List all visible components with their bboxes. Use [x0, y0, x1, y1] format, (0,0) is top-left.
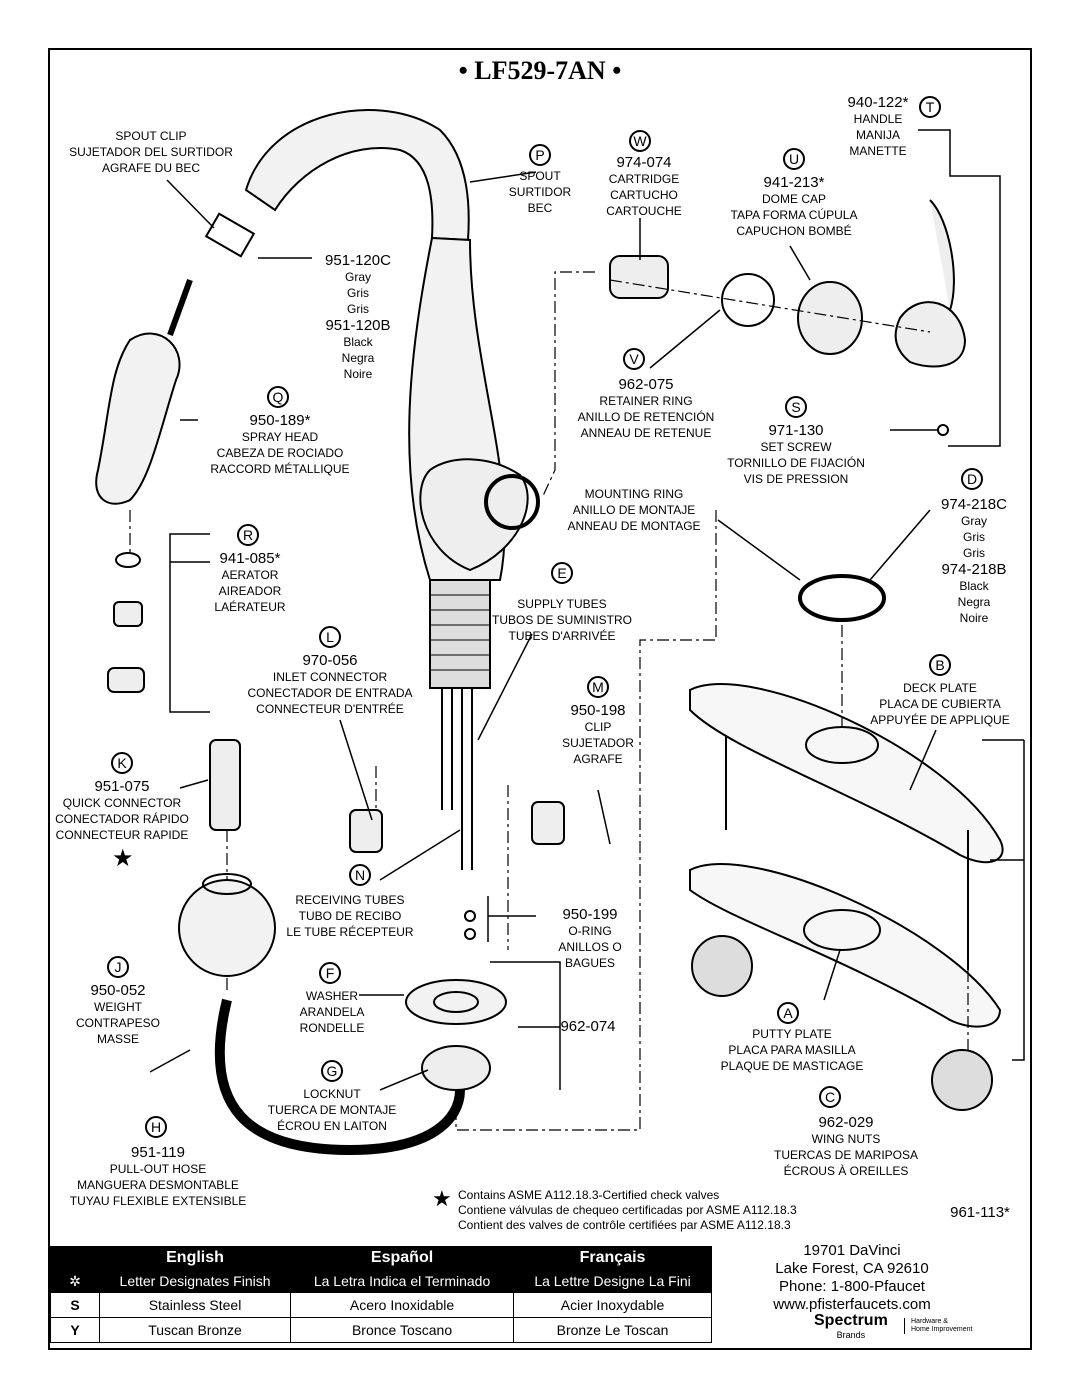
- mounting-opening: [484, 474, 540, 530]
- legend-header-spanish: Español: [290, 1246, 515, 1270]
- dome-cap-shape: [797, 281, 863, 355]
- legend-gear-icon: ✲: [50, 1269, 100, 1293]
- letter-d: D: [961, 468, 983, 490]
- locknut-shape: [421, 1045, 491, 1091]
- letter-l: L: [319, 626, 341, 648]
- letter-a: A: [777, 1002, 799, 1024]
- legend-row: Y Tuscan Bronze Bronce Toscano Bronze Le…: [50, 1317, 712, 1343]
- model-title: • LF529-7AN •: [458, 56, 622, 85]
- letter-w: W: [629, 130, 651, 152]
- parts-diagram-sheet: • LF529-7AN •: [48, 48, 1032, 1350]
- brand-logo: Spectrum Brands: [814, 1312, 888, 1340]
- hose-shape: [214, 998, 465, 1156]
- letter-s: S: [785, 396, 807, 418]
- quick-connector-shape: [209, 739, 241, 831]
- washer-shape: [405, 979, 507, 1025]
- finish-legend-table: English Español Français ✲ Letter Design…: [50, 1246, 712, 1343]
- spray-head-shape: [95, 332, 181, 505]
- handle-shape: [894, 199, 967, 368]
- brand-tagline: Hardware &Home Improvement: [904, 1318, 972, 1334]
- letter-h: H: [145, 1116, 167, 1138]
- letter-m: M: [587, 676, 609, 698]
- wing-nut-right: [931, 1049, 993, 1111]
- letter-f: F: [319, 962, 341, 984]
- letter-g: G: [321, 1060, 343, 1082]
- letter-k: K: [111, 752, 133, 774]
- star-icon: ★: [432, 1186, 452, 1211]
- putty-plate-shape: [689, 863, 1002, 1028]
- letter-c: C: [819, 1086, 841, 1108]
- legend-sub-english: Letter Designates Finish: [98, 1269, 292, 1293]
- label-assembly: 961-113*: [950, 1204, 1010, 1221]
- spout-clip-shape: [204, 212, 256, 258]
- letter-v: V: [623, 348, 645, 370]
- check-valve-star-icon: ★: [112, 845, 134, 872]
- check-valve-note: Contains ASME A112.18.3-Certified check …: [458, 1188, 797, 1232]
- letter-r: R: [237, 524, 259, 546]
- mounting-ring-shape: [798, 574, 886, 622]
- legend-header-french: Français: [513, 1246, 712, 1270]
- cartridge-shape: [609, 255, 669, 299]
- legend-sub-french: La Lettre Designe La Fini: [513, 1269, 712, 1293]
- legend-sub-spanish: La Letra Indica el Terminado: [290, 1269, 515, 1293]
- exploded-view-drawing: [95, 109, 1025, 1156]
- legend-header-english: English: [98, 1246, 292, 1270]
- letter-t: T: [919, 96, 941, 118]
- letter-b: B: [929, 654, 951, 676]
- legend-corner: [50, 1246, 100, 1270]
- wing-nut-left: [691, 935, 753, 997]
- retainer-ring-shape: [721, 273, 775, 327]
- letter-n: N: [349, 864, 371, 886]
- letter-j: J: [107, 956, 129, 978]
- threaded-shank: [429, 579, 491, 689]
- letter-p: P: [529, 144, 551, 166]
- legend-row: S Stainless Steel Acero Inoxidable Acier…: [50, 1292, 712, 1318]
- letter-u: U: [783, 148, 805, 170]
- spout-shape: [244, 109, 470, 242]
- letter-e: E: [551, 562, 573, 584]
- letter-q: Q: [267, 386, 289, 408]
- label-kit: 962-074: [560, 1018, 616, 1035]
